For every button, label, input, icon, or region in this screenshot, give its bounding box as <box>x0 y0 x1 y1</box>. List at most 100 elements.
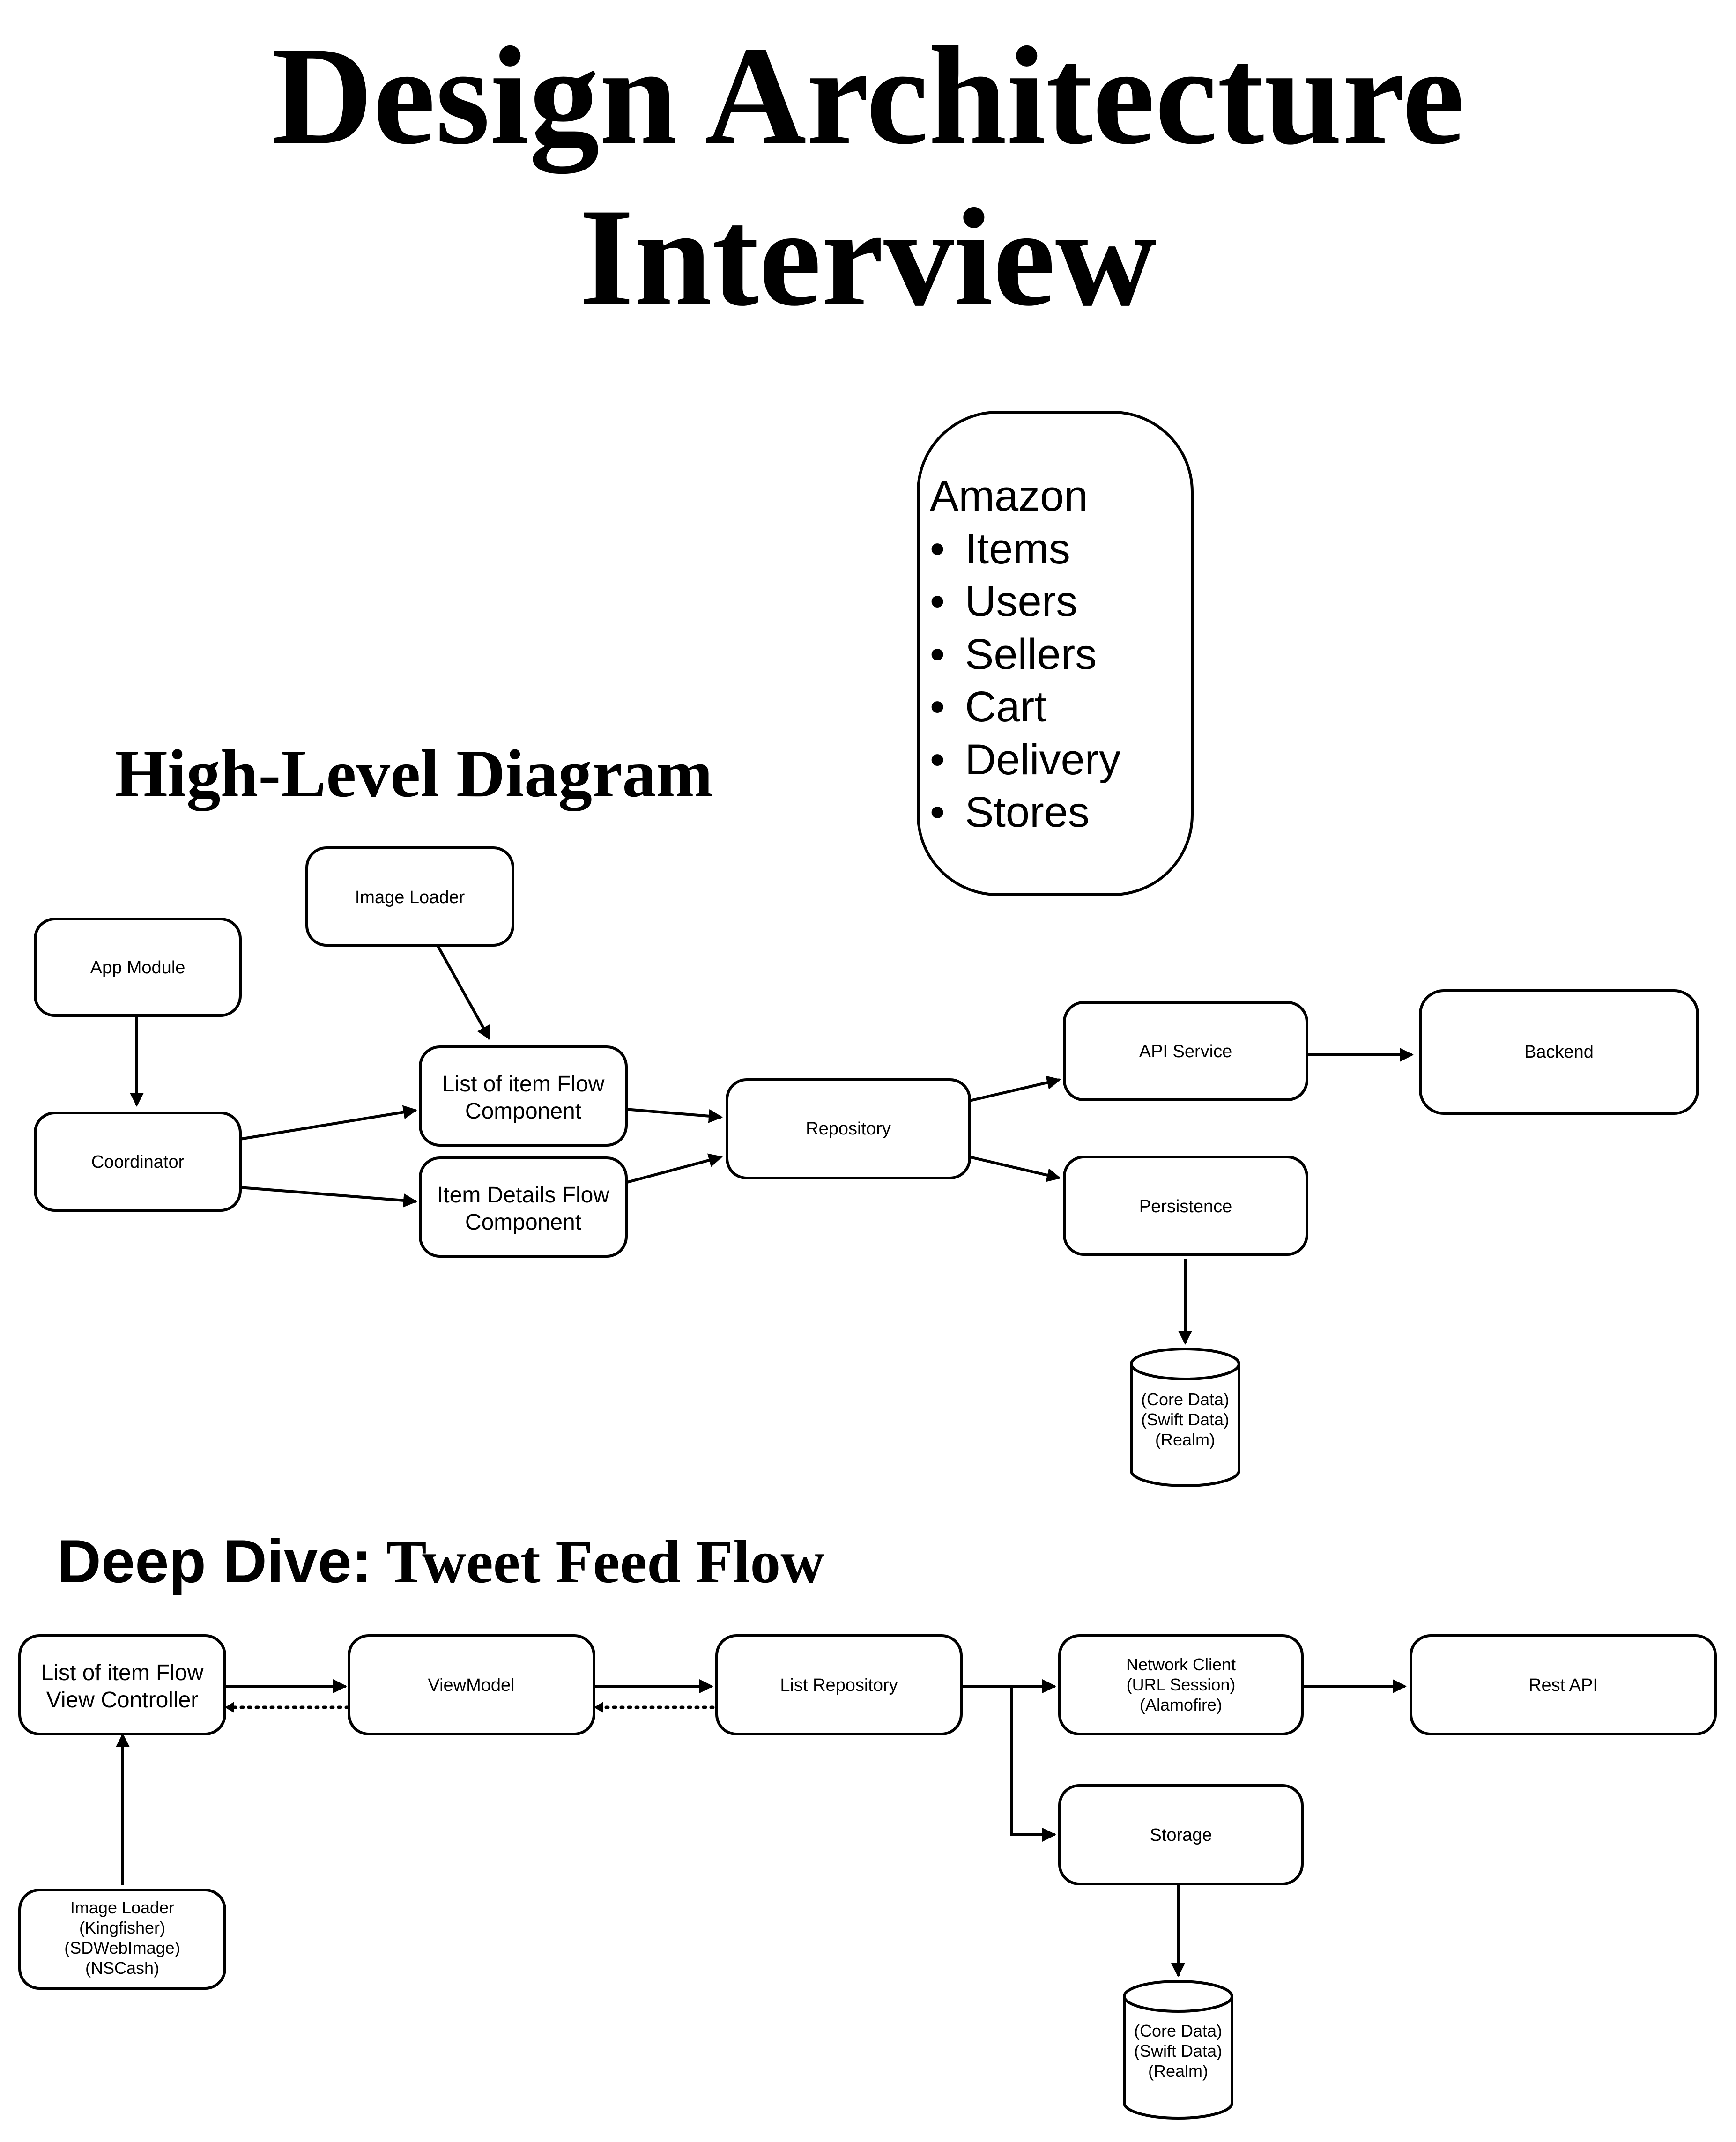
database-label-line-3: (Realm) <box>1155 1430 1215 1449</box>
node-list-flow-component: List of item Flow Component <box>419 1045 628 1147</box>
edge-details-to-repository <box>625 1153 723 1184</box>
database-cylinder-body <box>1130 1364 1240 1487</box>
storage-database-body <box>1123 1996 1233 2120</box>
database-cylinder: (Core Data) (Swift Data) (Realm) <box>1130 1348 1240 1487</box>
node-viewmodel-label: ViewModel <box>428 1675 514 1695</box>
entity-item: Sellers <box>965 630 1097 678</box>
node-image-loader-libs-line-2: (Kingfisher) <box>79 1918 165 1937</box>
node-network-client-frame <box>1058 1634 1304 1735</box>
bullet-5: • <box>930 736 945 784</box>
entity-item: Items <box>965 525 1070 573</box>
edge-repository-to-viewmodel-arrowhead <box>594 1702 603 1713</box>
bullet-4: • <box>930 683 945 731</box>
node-backend: Backend <box>1419 989 1699 1115</box>
node-backend-label: Backend <box>1524 1042 1594 1062</box>
database-label-line-1: (Core Data) <box>1141 1390 1229 1409</box>
deep-dive-heading-rest: Tweet Feed Flow <box>372 1528 824 1596</box>
node-storage: Storage <box>1058 1784 1304 1885</box>
entity-item: Delivery <box>965 736 1120 784</box>
node-coordinator-label: Coordinator <box>91 1152 185 1172</box>
node-api-service: API Service <box>1063 1001 1308 1101</box>
storage-database-cylinder: (Core Data) (Swift Data) (Realm) <box>1123 1980 1233 2120</box>
node-repository: Repository <box>726 1078 971 1179</box>
edge-repository-to-storage <box>1010 1686 1056 1842</box>
node-viewmodel-frame <box>348 1634 595 1735</box>
node-app-module: App Module <box>34 918 242 1017</box>
node-details-flow-label-line-1: Item Details Flow <box>437 1183 609 1208</box>
edge-viewmodel-to-vc-arrowhead <box>225 1702 234 1713</box>
node-view-controller-label-line-2: View Controller <box>46 1688 199 1712</box>
node-app-module-label: App Module <box>90 958 185 978</box>
node-coordinator-frame <box>34 1112 242 1212</box>
deep-dive-heading: Deep Dive: Tweet Feed Flow <box>57 1527 824 1596</box>
entities-box-frame <box>917 411 1194 896</box>
node-persistence-label: Persistence <box>1139 1197 1232 1216</box>
database-cylinder-top <box>1130 1348 1240 1380</box>
node-image-loader-libs: Image Loader (Kingfisher) (SDWebImage) (… <box>18 1889 226 1990</box>
page-title-line-1: Design Architecture <box>272 18 1465 176</box>
node-image-loader: Image Loader <box>305 846 514 947</box>
high-level-edges <box>130 945 1414 1345</box>
edge-repository-to-persistence <box>969 1156 1061 1182</box>
node-image-loader-frame <box>305 846 514 947</box>
bullet-2: • <box>930 578 945 625</box>
node-details-flow-label-line-2: Component <box>465 1210 581 1235</box>
node-api-service-label: API Service <box>1139 1042 1232 1061</box>
storage-database-top <box>1123 1980 1233 2013</box>
node-repository-label: Repository <box>806 1119 891 1139</box>
node-image-loader-libs-frame <box>18 1889 226 1990</box>
entities-box: Amazon • Items • Users • Sellers • Cart … <box>917 411 1194 896</box>
node-list-repository-frame <box>715 1634 963 1735</box>
node-backend-frame <box>1419 989 1699 1115</box>
node-network-client-label-line-3: (Alamofire) <box>1140 1695 1222 1714</box>
edge-coordinator-to-list <box>239 1105 417 1141</box>
node-rest-api-frame <box>1410 1634 1717 1735</box>
node-rest-api-label: Rest API <box>1528 1675 1598 1695</box>
entities-heading: Amazon <box>930 472 1088 520</box>
entity-item: Stores <box>965 788 1090 836</box>
entity-list: • Items • Users • Sellers • Cart • Deliv… <box>930 525 1120 836</box>
storage-database-label-line-2: (Swift Data) <box>1134 2041 1222 2060</box>
node-list-repository-label: List Repository <box>780 1675 898 1695</box>
node-view-controller-frame <box>18 1634 226 1735</box>
storage-database-label-line-3: (Realm) <box>1148 2061 1208 2081</box>
deep-dive-heading-prefix: Deep Dive: <box>57 1527 372 1595</box>
edge-coordinator-to-details <box>239 1186 417 1208</box>
node-view-controller: List of item Flow View Controller <box>18 1634 226 1735</box>
deep-dive-edges <box>116 1679 1407 1977</box>
bullet-6: • <box>930 788 945 836</box>
node-list-flow-label-line-1: List of item Flow <box>442 1072 605 1097</box>
node-rest-api: Rest API <box>1410 1634 1717 1735</box>
edge-repository-to-api <box>969 1075 1061 1102</box>
node-image-loader-libs-line-1: Image Loader <box>70 1898 174 1917</box>
database-label-line-2: (Swift Data) <box>1141 1410 1229 1429</box>
high-level-heading: High-Level Diagram <box>115 736 713 811</box>
node-persistence-frame <box>1063 1156 1308 1256</box>
node-details-flow-frame <box>419 1156 628 1258</box>
node-image-loader-label: Image Loader <box>355 888 465 907</box>
node-list-flow-frame <box>419 1045 628 1147</box>
edge-imageloader-to-list <box>437 945 491 1040</box>
node-persistence: Persistence <box>1063 1156 1308 1256</box>
node-coordinator: Coordinator <box>34 1112 242 1212</box>
bullet-3: • <box>930 630 945 678</box>
node-api-service-frame <box>1063 1001 1308 1101</box>
node-list-repository: List Repository <box>715 1634 963 1735</box>
node-network-client-label-line-2: (URL Session) <box>1127 1675 1236 1694</box>
bullet-1: • <box>930 525 945 573</box>
node-image-loader-libs-line-4: (NSCash) <box>85 1958 159 1978</box>
node-viewmodel: ViewModel <box>348 1634 595 1735</box>
edge-list-to-repository <box>625 1108 723 1123</box>
entity-item: Users <box>965 578 1077 625</box>
page-title-line-2: Interview <box>579 179 1157 335</box>
node-network-client-label-line-1: Network Client <box>1126 1655 1236 1674</box>
node-repository-frame <box>726 1078 971 1179</box>
node-view-controller-label-line-1: List of item Flow <box>41 1660 204 1685</box>
storage-database-label-line-1: (Core Data) <box>1134 2021 1222 2040</box>
node-storage-frame <box>1058 1784 1304 1885</box>
node-details-flow-component: Item Details Flow Component <box>419 1156 628 1258</box>
entity-item: Cart <box>965 683 1046 731</box>
node-storage-label: Storage <box>1150 1825 1212 1845</box>
node-network-client: Network Client (URL Session) (Alamofire) <box>1058 1634 1304 1735</box>
node-image-loader-libs-line-3: (SDWebImage) <box>64 1938 180 1957</box>
